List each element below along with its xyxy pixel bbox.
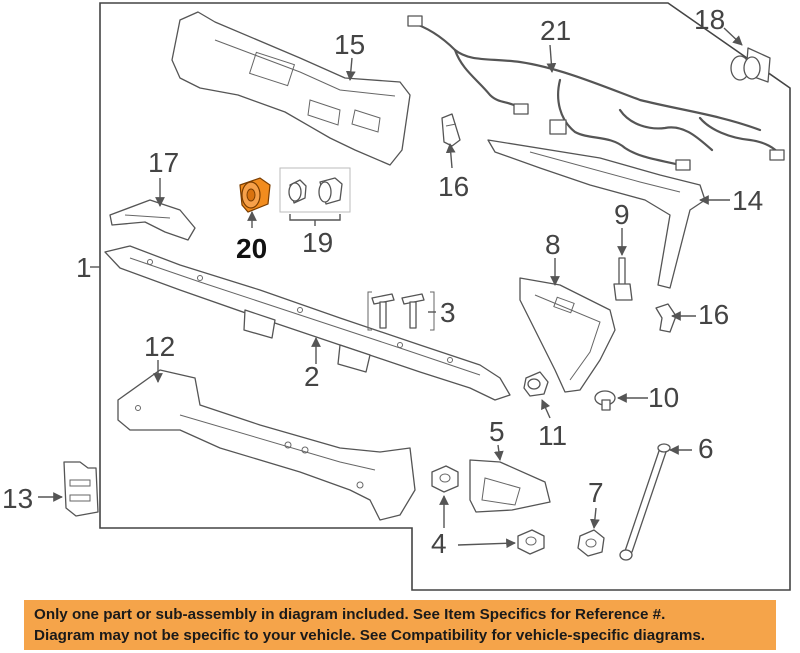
callout-20: 20 bbox=[236, 233, 267, 264]
part-13-bracket bbox=[63, 461, 99, 517]
part-9-bolt bbox=[613, 257, 633, 301]
callout-12: 12 bbox=[144, 331, 175, 362]
part-4-nut-upper bbox=[431, 465, 459, 493]
notice-line-1: Only one part or sub-assembly in diagram… bbox=[34, 606, 666, 623]
callout-11: 11 bbox=[538, 420, 567, 451]
callout-7: 7 bbox=[588, 477, 604, 508]
part-12-lower-beam bbox=[117, 369, 416, 521]
part-3-bolts bbox=[367, 291, 435, 331]
callout-2: 2 bbox=[304, 361, 320, 392]
part-18-sensor bbox=[730, 47, 771, 83]
part-5-bracket bbox=[469, 459, 551, 513]
callout-8: 8 bbox=[545, 229, 561, 260]
notice-line-2: Diagram may not be specific to your vehi… bbox=[34, 627, 705, 644]
callout-1: 1 bbox=[76, 252, 92, 283]
assembly-boundary bbox=[99, 2, 791, 591]
callout-13: 13 bbox=[2, 483, 33, 514]
part-15-upper-panel bbox=[171, 11, 411, 166]
leader-lines bbox=[38, 27, 743, 549]
parts-diagram: 1 2 3 4 5 6 7 8 9 10 11 12 13 14 15 16 1… bbox=[2, 2, 791, 591]
callout-labels: 1 2 3 4 5 6 7 8 9 10 11 12 13 14 15 16 1… bbox=[2, 4, 763, 559]
part-11-clip bbox=[523, 371, 549, 397]
callout-4: 4 bbox=[431, 528, 447, 559]
part-16-clip-lower bbox=[655, 303, 677, 333]
callout-19: 19 bbox=[302, 227, 333, 258]
callout-17: 17 bbox=[148, 147, 179, 178]
part-4-nut-lower bbox=[517, 529, 545, 555]
callout-10: 10 bbox=[648, 382, 679, 413]
callout-5: 5 bbox=[489, 416, 505, 447]
callout-16-lower: 16 bbox=[698, 299, 729, 330]
part-14-side-bracket bbox=[487, 139, 706, 289]
part-6-support-rod bbox=[619, 443, 671, 561]
part-7-nut bbox=[577, 529, 605, 557]
part-2-impact-bar bbox=[104, 245, 511, 401]
part-19-bushings bbox=[279, 167, 351, 213]
callout-3: 3 bbox=[440, 297, 456, 328]
part-16-clip-upper bbox=[441, 113, 461, 147]
callout-21: 21 bbox=[540, 15, 571, 46]
part-10-push-pin bbox=[594, 390, 616, 411]
notice-banner: Only one part or sub-assembly in diagram… bbox=[24, 600, 776, 650]
callout-18: 18 bbox=[694, 4, 725, 35]
callout-16-upper: 16 bbox=[438, 171, 469, 202]
part-8-side-panel bbox=[519, 277, 616, 393]
callout-9: 9 bbox=[614, 199, 630, 230]
part-20-bushing bbox=[239, 177, 271, 213]
part-21-wiring-harness bbox=[407, 15, 785, 171]
part-17-small-bracket bbox=[109, 199, 196, 241]
callout-14: 14 bbox=[732, 185, 763, 216]
callout-6: 6 bbox=[698, 433, 714, 464]
callout-15: 15 bbox=[334, 29, 365, 60]
